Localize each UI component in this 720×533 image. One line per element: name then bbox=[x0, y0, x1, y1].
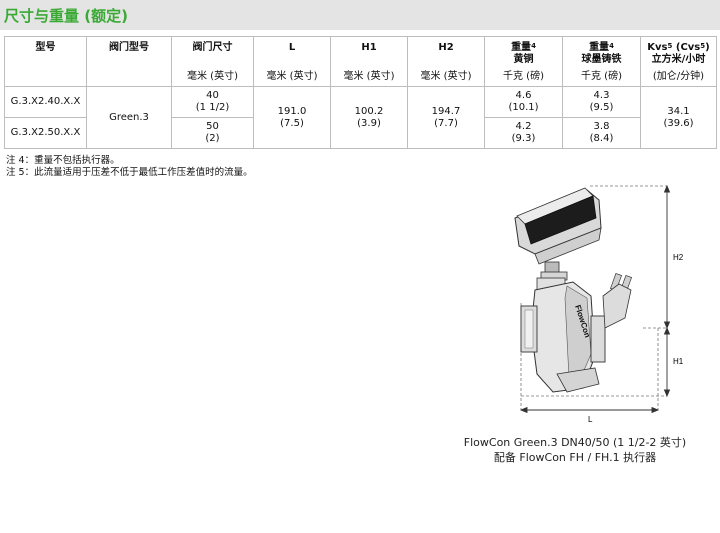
table-row: G.3.X2.40.X.X Green.3 40 (1 1/2) 191.0 (… bbox=[4, 86, 717, 149]
cell-weight-brass: 4.6 (10.1) bbox=[484, 86, 563, 118]
section-title-bar: 尺寸与重量 (额定) bbox=[0, 0, 720, 30]
unit-H1: 毫米 (英寸) bbox=[330, 68, 408, 87]
header-weight-brass: 重量4 黄铜 bbox=[484, 36, 563, 68]
header-model: 型号 bbox=[4, 36, 87, 68]
table-row: G.3.X2.50.X.X 50 (2) 4.2 (9.3) 3.8 (8.4) bbox=[4, 117, 717, 149]
header-valve-model: 阀门型号 bbox=[86, 36, 172, 68]
header-valve-size: 阀门尺寸 bbox=[171, 36, 254, 68]
caption-line-2: 配备 FlowCon FH / FH.1 执行器 bbox=[493, 451, 657, 464]
unit-weight-brass: 千克 (磅) bbox=[484, 68, 563, 87]
unit-weight-iron: 千克 (磅) bbox=[562, 68, 641, 87]
header-H1: H1 bbox=[330, 36, 408, 68]
note-5: 注 5：此流量适用于压差不低于最低工作压差值时的流量。 bbox=[6, 167, 253, 178]
cell-kvs: 34.1 (39.6) bbox=[640, 86, 717, 149]
table-header-row: 型号 阀门型号 阀门尺寸 L H1 H2 重量4 黄铜 重量4 球墨铸铁 Kvs… bbox=[4, 36, 717, 68]
figure-caption: FlowCon Green.3 DN40/50 (1 1/2-2 英寸) 配备 … bbox=[440, 435, 710, 465]
cell-valve-size: 50 (2) bbox=[171, 117, 254, 149]
table-notes: 注 4：重量不包括执行器。 注 5：此流量适用于压差不低于最低工作压差值时的流量… bbox=[6, 155, 253, 179]
header-weight-iron: 重量4 球墨铸铁 bbox=[562, 36, 641, 68]
cell-weight-iron: 3.8 (8.4) bbox=[562, 117, 641, 149]
caption-line-1: FlowCon Green.3 DN40/50 (1 1/2-2 英寸) bbox=[463, 436, 687, 449]
header-H2: H2 bbox=[407, 36, 485, 68]
valve-dimension-drawing: H2 H1 L FlowCon bbox=[495, 178, 705, 426]
unit-H2: 毫米 (英寸) bbox=[407, 68, 485, 87]
unit-valve-size: 毫米 (英寸) bbox=[171, 68, 254, 87]
cell-L: 191.0 (7.5) bbox=[253, 86, 331, 149]
cell-model: G.3.X2.50.X.X bbox=[4, 117, 87, 149]
cell-valve-size: 40 (1 1/2) bbox=[171, 86, 254, 118]
note-4: 注 4：重量不包括执行器。 bbox=[6, 155, 120, 166]
cell-H1: 100.2 (3.9) bbox=[330, 86, 408, 149]
cell-weight-iron: 4.3 (9.5) bbox=[562, 86, 641, 118]
unit-kvs: (加仑/分钟) bbox=[640, 68, 717, 87]
cell-valve-model: Green.3 bbox=[86, 86, 172, 149]
label-L: L bbox=[588, 415, 593, 424]
valve-body: FlowCon bbox=[520, 281, 606, 393]
section-title: 尺寸与重量 (额定) bbox=[4, 6, 128, 25]
label-H1: H1 bbox=[673, 357, 684, 366]
header-kvs: Kvs5 (Cvs5) 立方米/小时 bbox=[640, 36, 717, 68]
cell-weight-brass: 4.2 (9.3) bbox=[484, 117, 563, 149]
actuator-body bbox=[514, 187, 602, 265]
header-L: L bbox=[253, 36, 331, 68]
test-plugs bbox=[602, 273, 633, 329]
dimensions-table: 型号 阀门型号 阀门尺寸 L H1 H2 重量4 黄铜 重量4 球墨铸铁 Kvs… bbox=[4, 36, 717, 149]
table-units-row: 毫米 (英寸) 毫米 (英寸) 毫米 (英寸) 毫米 (英寸) 千克 (磅) 千… bbox=[4, 68, 717, 87]
cell-model: G.3.X2.40.X.X bbox=[4, 86, 87, 118]
unit-L: 毫米 (英寸) bbox=[253, 68, 331, 87]
label-H2: H2 bbox=[673, 253, 684, 262]
cell-H2: 194.7 (7.7) bbox=[407, 86, 485, 149]
valve-illustration: H2 H1 L FlowCon bbox=[514, 184, 684, 424]
